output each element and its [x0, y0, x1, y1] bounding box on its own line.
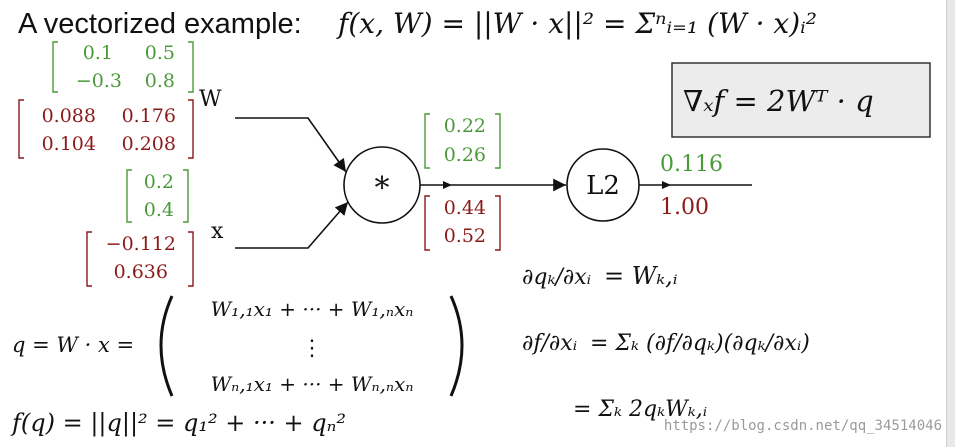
dq-dx-rhs: = Wₖ,ᵢ	[604, 262, 678, 290]
w-value-22: 0.8	[145, 70, 175, 92]
watermark: https://blog.csdn.net/qq_34514046	[664, 418, 942, 434]
w-value-11: 0.1	[83, 42, 113, 64]
w-grad-matrix: 0.088 0.176 0.104 0.208	[18, 99, 194, 159]
w-grad-11: 0.088	[42, 105, 96, 127]
f-definition: f(q) = ||q||² = q₁² + ··· + qₙ²	[10, 409, 346, 438]
edge-x-to-mul	[235, 201, 349, 249]
gradient-box	[671, 62, 931, 138]
edge-l2-out-tick	[662, 181, 671, 189]
x-input-label: x	[211, 219, 224, 244]
w-input-label: W	[199, 87, 222, 112]
output-value: 0.116	[660, 152, 723, 177]
title-text: A vectorized example:	[18, 8, 302, 40]
edge-w-to-mul	[235, 117, 347, 173]
w-grad-12: 0.176	[122, 105, 176, 127]
title-formula: f(x, W) = ||W · x||² = Σⁿᵢ₌₁ (W · x)ᵢ²	[336, 7, 817, 40]
w-grad-21: 0.104	[42, 133, 96, 155]
x-value-2: 0.4	[144, 199, 174, 221]
x-grad-2: 0.636	[114, 261, 168, 283]
matrix-right-paren	[449, 295, 464, 397]
w-value-12: 0.5	[145, 42, 175, 64]
window-right-edge	[946, 0, 955, 447]
w-value-matrix: 0.1 0.5 −0.3 0.8	[52, 41, 194, 93]
gradient-box-formula: ∇ₓf = 2Wᵀ · q	[683, 84, 874, 118]
df-dx-rhs-2: = Σₖ 2qₖWₖ,ᵢ	[573, 397, 707, 422]
x-value-1: 0.2	[144, 171, 174, 193]
x-grad-1: −0.112	[106, 233, 176, 255]
q-value-2: 0.26	[444, 144, 486, 166]
q-grad-1: 0.44	[444, 197, 486, 219]
matrix-row-n: Wₙ,₁x₁ + ··· + Wₙ,ₙxₙ	[211, 372, 414, 396]
dq-dx-lhs: ∂qₖ/∂xᵢ	[522, 265, 591, 290]
w-value-21: −0.3	[76, 70, 122, 92]
q-grad-2: 0.52	[444, 225, 486, 247]
q-definition: q = W · x =	[12, 333, 134, 357]
matrix-row-1: W₁,₁x₁ + ··· + W₁,ₙxₙ	[211, 297, 414, 321]
output-grad: 1.00	[660, 195, 709, 220]
l2-node-label: L2	[586, 171, 620, 201]
q-value-1: 0.22	[444, 115, 486, 137]
multiply-node-label: *	[375, 171, 390, 206]
edge-mul-to-l2-tick	[443, 181, 452, 189]
q-value-matrix: 0.22 0.26	[424, 113, 501, 169]
x-value-matrix: 0.2 0.4	[126, 169, 189, 223]
w-grad-22: 0.208	[122, 133, 176, 155]
df-dx-lhs: ∂f/∂xᵢ	[522, 331, 577, 356]
matrix-row-dots: ⋮	[301, 336, 323, 361]
x-grad-matrix: −0.112 0.636	[86, 231, 194, 287]
matrix-left-paren	[159, 295, 174, 397]
df-dx-rhs-1: = Σₖ (∂f/∂qₖ)(∂qₖ/∂xᵢ)	[590, 331, 810, 356]
q-grad-matrix: 0.44 0.52	[424, 195, 501, 251]
